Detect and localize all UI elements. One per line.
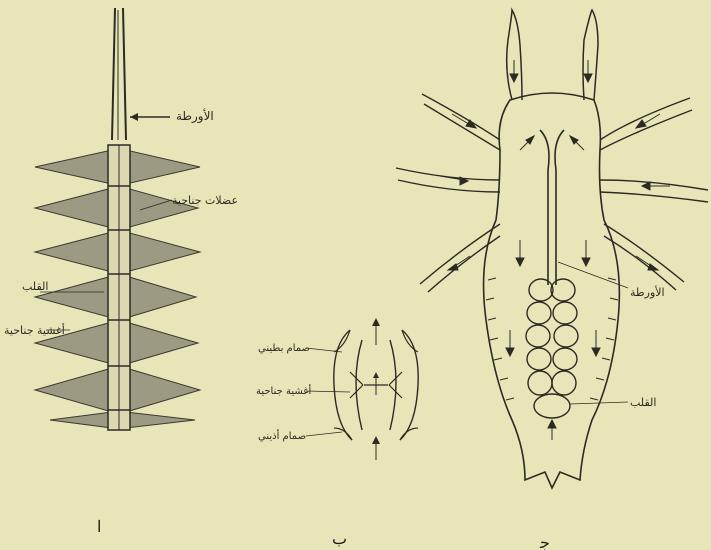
label-aorta-c: الأورطة	[630, 285, 665, 299]
figure-b-letter: ب	[332, 529, 347, 548]
flow-arrows	[440, 60, 670, 440]
label-wing-membrane-a: أغشية جناحية	[4, 323, 65, 337]
figure-c-letter: ﺟ	[539, 533, 550, 550]
heart-tube	[108, 145, 130, 430]
label-heart-c: القلب	[630, 396, 656, 409]
figure-a-heart-muscles: الأورطة عضلات جناحية القلب أغشية جناحية …	[4, 8, 238, 536]
label-aorta-a: الأورطة	[176, 108, 214, 124]
label-wing-membrane-b: أغشية جناحية	[256, 384, 312, 397]
heart-chambers	[526, 279, 578, 418]
figure-c-insect-circulation: الأورطة القلب ﺟ	[396, 10, 708, 550]
label-wing-muscles-a: عضلات جناحية	[172, 194, 238, 207]
label-ostial-valve-b: صمام أذيني	[258, 429, 306, 442]
figure-a-letter: ا	[97, 517, 101, 536]
label-dorsal-valve-b: صمام بطيني	[258, 343, 310, 354]
label-heart-a: القلب	[22, 280, 48, 293]
figure-b-heart-segment: صمام بطيني أغشية جناحية صمام أذيني ب	[256, 318, 418, 548]
